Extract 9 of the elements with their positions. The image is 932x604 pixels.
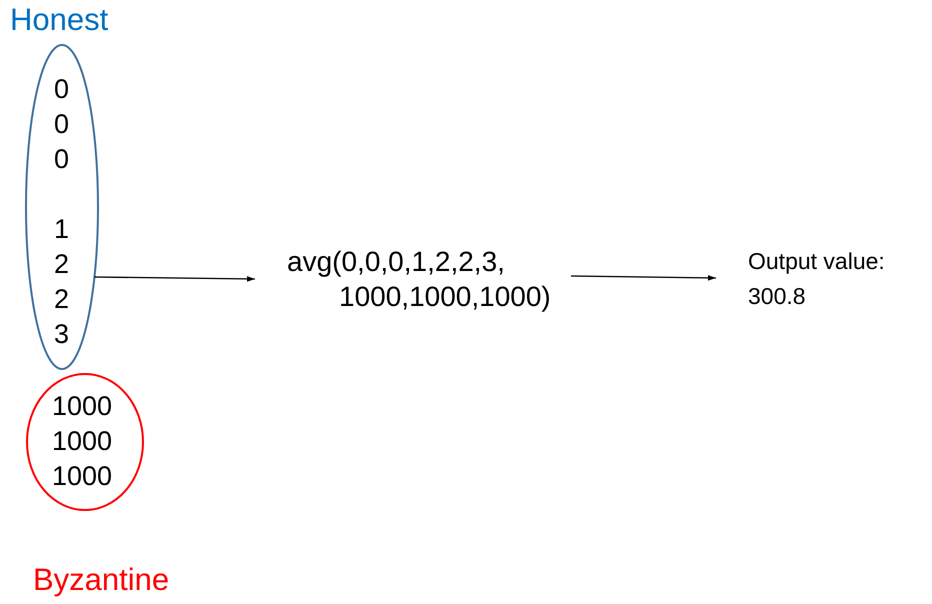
arrow bbox=[571, 275, 716, 281]
value-list: 1 2 2 3 bbox=[54, 212, 70, 352]
value-list: 0 0 0 bbox=[54, 72, 70, 177]
group-label: Byzantine bbox=[33, 562, 170, 598]
value-list: 1000 1000 1000 bbox=[52, 389, 112, 494]
formula-text: avg(0,0,0,1,2,2,3, 1000,1000,1000) bbox=[287, 245, 552, 314]
arrow bbox=[94, 276, 255, 282]
group-label: Honest bbox=[10, 2, 108, 38]
output-text: Output value: 300.8 bbox=[748, 247, 886, 311]
